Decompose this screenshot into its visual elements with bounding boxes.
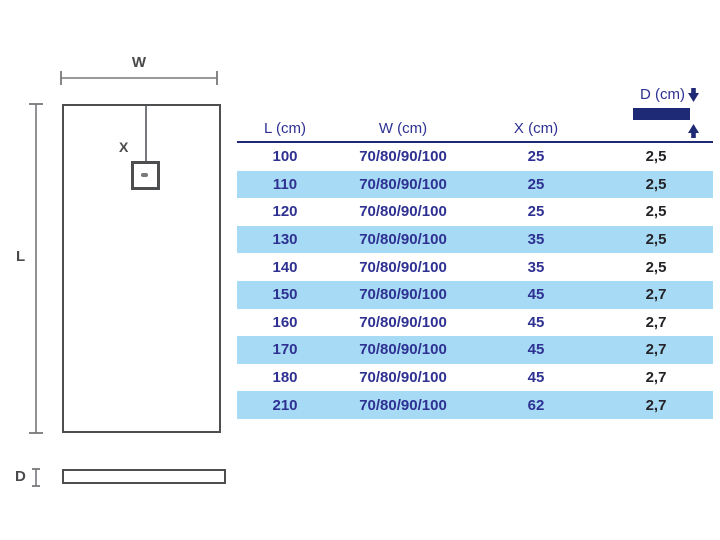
table-row: 100 70/80/90/100 25 2,5 [237,143,713,171]
table-cell: 70/80/90/100 [359,231,447,249]
table-cell: 45 [527,286,545,304]
table-body: 100 70/80/90/100 25 2,5 110 70/80/90/100 25 2,5… [237,143,713,419]
depth-thickness-bar [633,108,690,120]
table-cell: 2,5 [645,231,667,249]
table-cell: 170 [272,341,298,359]
drain-line-end-mark [141,173,148,177]
table-cell: 2,7 [645,313,667,331]
table-cell: 2,5 [645,203,667,221]
table-row: 140 70/80/90/100 35 2,5 [237,253,713,281]
tray-side-profile-outline [62,469,226,484]
arrow-up-icon [688,124,699,138]
table-header-row: L (cm) W (cm) X (cm) D (cm) [237,85,713,143]
table-cell: 25 [527,175,545,193]
table-cell: 120 [272,203,298,221]
depth-tick-mark [32,468,40,487]
table-row: 210 70/80/90/100 62 2,7 [237,391,713,419]
length-dimension-line [29,103,43,434]
length-dimension-label: L [16,248,26,265]
table-cell: 160 [272,313,298,331]
table-cell: 100 [272,148,298,166]
column-header-depth: D (cm) [599,85,713,141]
table-cell: 70/80/90/100 [359,203,447,221]
table-cell: 2,7 [645,396,667,414]
table-cell: 130 [272,231,298,249]
drain-offset-label: X [119,139,129,155]
table-cell: 2,7 [645,286,667,304]
table-row: 110 70/80/90/100 25 2,5 [237,170,713,199]
table-cell: 70/80/90/100 [359,148,447,166]
column-header-length: L (cm) [264,120,306,137]
column-header-drain-offset: X (cm) [513,120,559,137]
table-cell: 25 [527,148,545,166]
table-cell: 140 [272,258,298,276]
table-cell: 70/80/90/100 [359,369,447,387]
arrow-down-icon [688,88,699,102]
table-row: 170 70/80/90/100 45 2,7 [237,336,713,364]
table-cell: 70/80/90/100 [359,175,447,193]
table-row: 180 70/80/90/100 45 2,7 [237,363,713,392]
table-cell: 150 [272,286,298,304]
table-cell: 2,5 [645,148,667,166]
table-cell: 70/80/90/100 [359,341,447,359]
table-cell: 70/80/90/100 [359,313,447,331]
width-dimension-line [60,71,218,85]
table-cell: 45 [527,341,545,359]
table-cell: 110 [272,175,298,193]
table-row: 130 70/80/90/100 35 2,5 [237,225,713,254]
table-cell: 70/80/90/100 [359,258,447,276]
table-cell: 2,7 [645,341,667,359]
drain-center-line [145,106,147,176]
table-cell: 45 [527,313,545,331]
table-cell: 2,5 [645,258,667,276]
table-cell: 180 [272,369,298,387]
table-cell: 35 [527,231,545,249]
tray-top-view-outline [62,104,221,433]
table-cell: 25 [527,203,545,221]
table-cell: 70/80/90/100 [359,286,447,304]
table-cell: 70/80/90/100 [359,396,447,414]
table-cell: 45 [527,369,545,387]
table-row: 120 70/80/90/100 25 2,5 [237,198,713,226]
depth-header-label: D (cm) [640,86,685,103]
table-cell: 62 [527,396,545,414]
column-header-width: W (cm) [378,120,428,137]
table-cell: 2,7 [645,369,667,387]
depth-dimension-label: D [15,468,26,485]
table-cell: 2,5 [645,175,667,193]
table-row: 160 70/80/90/100 45 2,7 [237,308,713,337]
table-cell: 35 [527,258,545,276]
width-dimension-label: W [131,54,147,71]
table-cell: 210 [272,396,298,414]
dimensions-table: L (cm) W (cm) X (cm) D (cm) 100 70/80/90/… [237,85,713,419]
table-row: 150 70/80/90/100 45 2,7 [237,280,713,309]
